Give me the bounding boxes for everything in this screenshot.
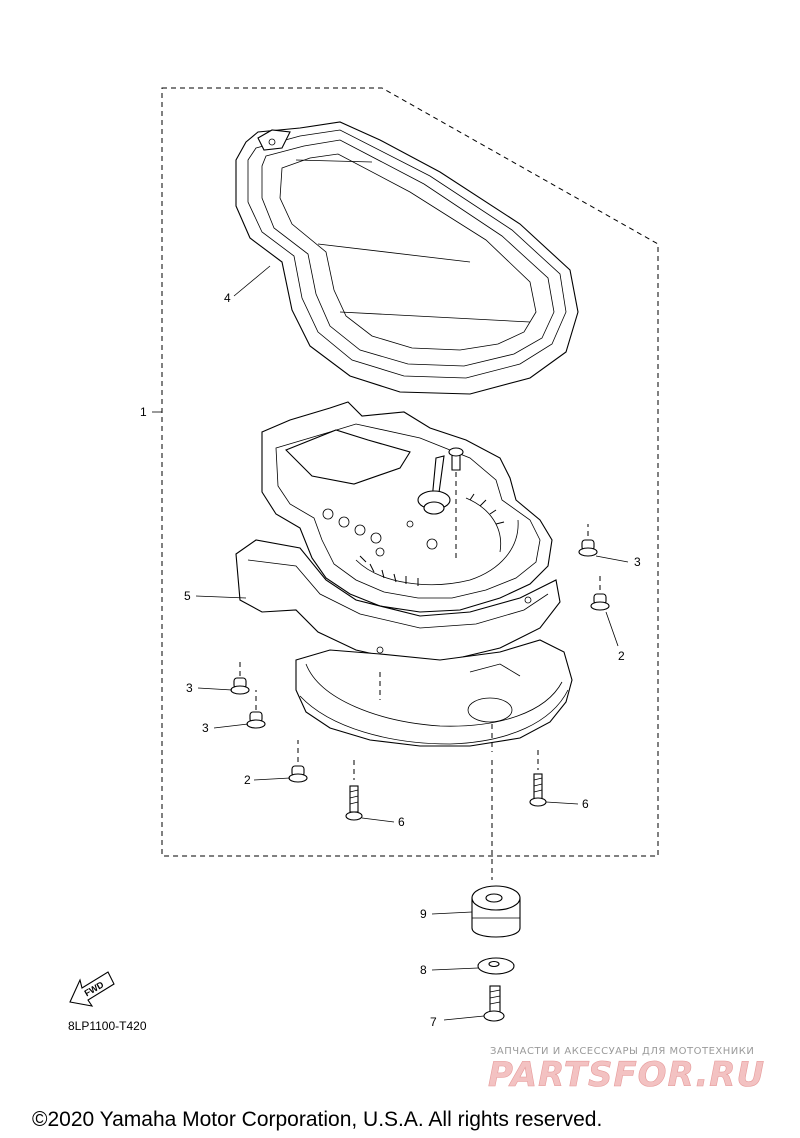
callout-3-left-lower: 3	[202, 721, 209, 735]
callout-7: 7	[430, 1015, 437, 1029]
part-5-meter-assembly	[235, 401, 573, 752]
watermark-tagline: ЗАПЧАСТИ И АКСЕССУАРЫ ДЛЯ МОТОТЕХНИКИ	[490, 1046, 754, 1057]
callout-6-right: 6	[582, 797, 589, 811]
alignment-lines	[239, 524, 601, 880]
callout-8: 8	[420, 963, 427, 977]
callout-2-left: 2	[244, 773, 251, 787]
drawing-code: 8LP1100-T420	[68, 1019, 147, 1033]
part-7-bolt	[483, 985, 505, 1022]
callout-2-right: 2	[618, 649, 625, 663]
callout-6-left: 6	[398, 815, 405, 829]
callout-3-left-upper: 3	[186, 681, 193, 695]
part-4-meter-cover	[235, 121, 579, 395]
watermark-brand: PARTSFOR.RU	[488, 1055, 765, 1095]
part-8-washer	[477, 957, 515, 975]
callout-5: 5	[184, 589, 191, 603]
fwd-arrow-icon: FWD	[69, 971, 115, 1007]
grommet-3-left-lower	[246, 711, 266, 729]
part-9-damper	[471, 885, 521, 938]
copyright-notice: ©2020 Yamaha Motor Corporation, U.S.A. A…	[32, 1108, 602, 1131]
screw-6-left	[345, 785, 363, 821]
callout-3-upper-right: 3	[634, 555, 641, 569]
callout-9: 9	[420, 907, 427, 921]
callout-1: 1	[140, 405, 147, 419]
leader-lines	[152, 265, 629, 1021]
screw-6-right	[529, 773, 547, 807]
assembly-boundary	[161, 87, 659, 857]
grommet-3-left-upper	[230, 677, 250, 695]
grommet-3-upper-right	[578, 539, 598, 557]
grommet-2-right	[590, 593, 610, 611]
grommet-2-left	[288, 765, 308, 783]
callout-4: 4	[224, 291, 231, 305]
